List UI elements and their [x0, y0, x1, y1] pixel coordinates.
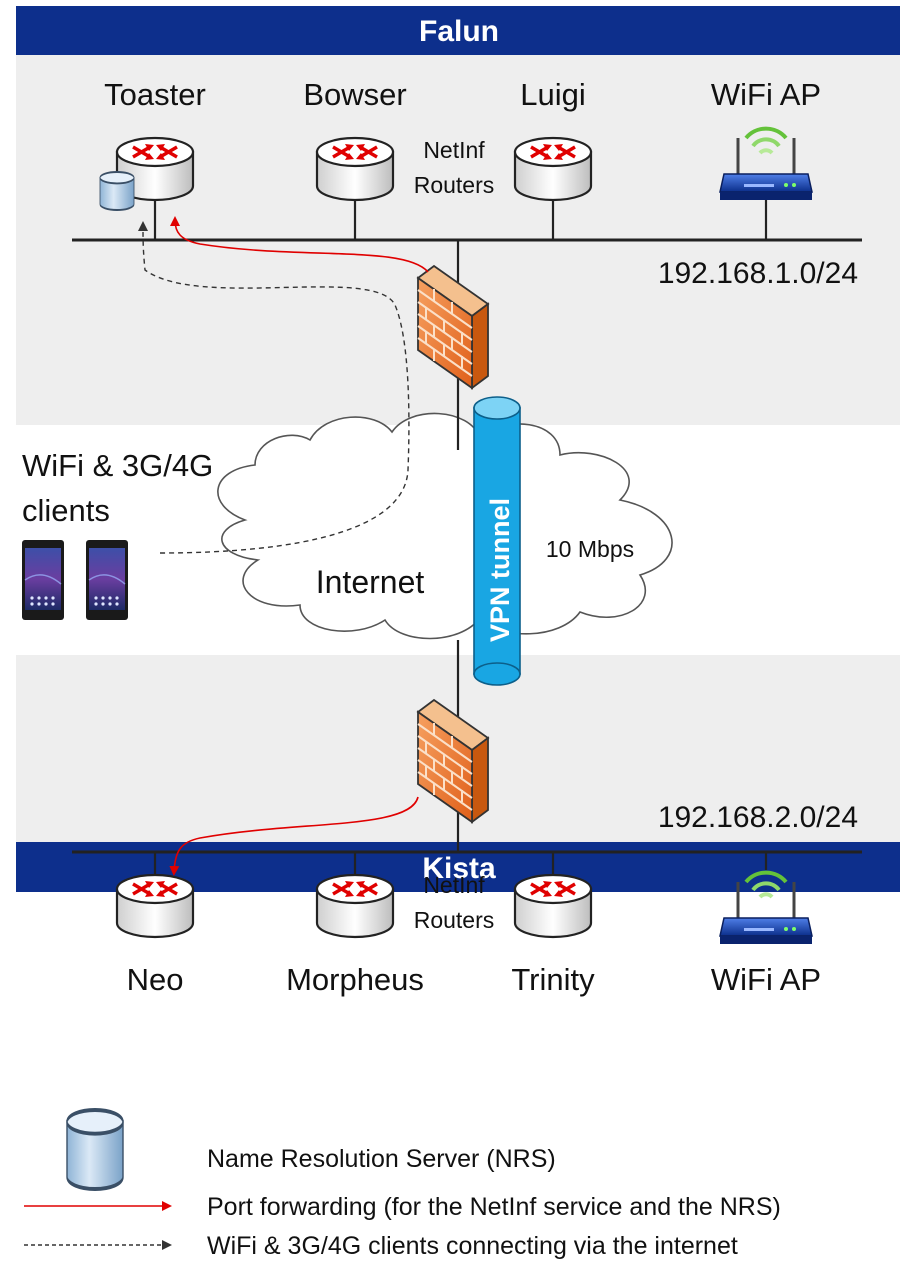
- kista-port-forwarding-arrow: [169, 796, 419, 876]
- falun-netinf-label-line1: NetInf: [423, 137, 485, 163]
- falun-netinf-label-line2: Routers: [414, 172, 495, 198]
- vpn-tunnel: [473, 396, 521, 686]
- internet-label: Internet: [316, 564, 425, 600]
- neo-router-icon: [115, 873, 195, 939]
- luigi-router-icon: [513, 136, 593, 202]
- falun-banner: [16, 6, 900, 55]
- clients-label-line2: clients: [22, 493, 110, 528]
- kista-wifi-label: WiFi AP: [711, 962, 821, 997]
- toaster-label: Toaster: [104, 77, 206, 112]
- trinity-router-icon: [513, 873, 593, 939]
- clients-label-line1: WiFi & 3G/4G: [22, 448, 213, 483]
- legend-clients-label: WiFi & 3G/4G clients connecting via the …: [207, 1232, 738, 1260]
- bandwidth-label: 10 Mbps: [546, 536, 634, 562]
- client-connection-dashed-arrow: [138, 221, 410, 554]
- falun-port-forwarding-arrow: [170, 216, 429, 273]
- neo-label: Neo: [127, 962, 184, 997]
- luigi-label: Luigi: [520, 77, 586, 112]
- legend-port-forwarding-label: Port forwarding (for the NetInf service …: [207, 1193, 781, 1221]
- kista-title: Kista: [422, 852, 496, 885]
- kista-netinf-label-line1: NetInf: [423, 872, 485, 898]
- toaster-nrs-database-icon: [99, 171, 135, 211]
- bowser-label: Bowser: [303, 77, 406, 112]
- kista-subnet-label: 192.168.2.0/24: [658, 801, 858, 834]
- falun-subnet-label: 192.168.1.0/24: [658, 257, 858, 290]
- client-phone-1-icon: [21, 539, 65, 621]
- client-phone-2-icon: [85, 539, 129, 621]
- legend-nrs-database-icon: [65, 1108, 125, 1191]
- legend-nrs-label: Name Resolution Server (NRS): [207, 1145, 556, 1173]
- vpn-tunnel-label: VPN tunnel: [485, 498, 515, 642]
- falun-title: Falun: [419, 15, 499, 48]
- falun-wifi-label: WiFi AP: [711, 77, 821, 112]
- internet-cloud-icon: [217, 412, 673, 640]
- kista-netinf-label-line2: Routers: [414, 907, 495, 933]
- bowser-router-icon: [315, 136, 395, 202]
- morpheus-router-icon: [315, 873, 395, 939]
- legend: Name Resolution Server (NRS) Port forwar…: [24, 1108, 781, 1260]
- morpheus-label: Morpheus: [286, 962, 424, 997]
- trinity-label: Trinity: [511, 962, 595, 997]
